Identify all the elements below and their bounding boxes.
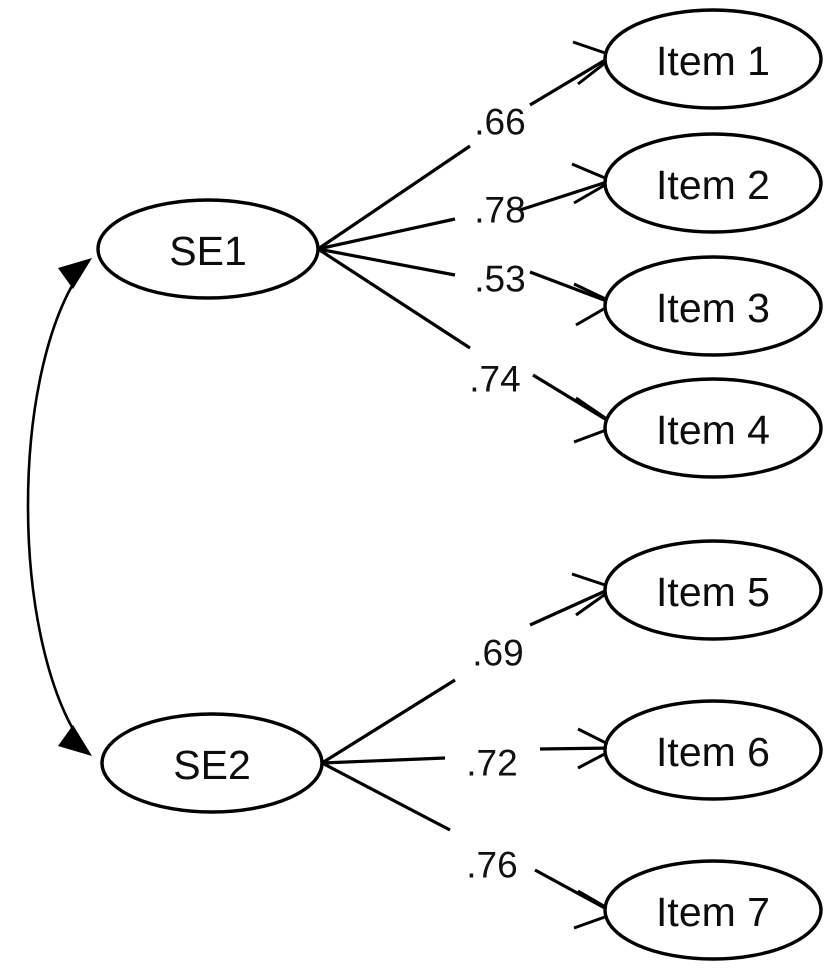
loading-path-se2-item5[interactable] bbox=[321, 572, 618, 765]
arrow-shaft bbox=[539, 746, 615, 751]
indicator-label-item1: Item 1 bbox=[656, 38, 770, 84]
indicator-node-item1[interactable]: Item 1 bbox=[603, 8, 823, 110]
loading-paths-group bbox=[317, 40, 621, 930]
indicator-label-item2: Item 2 bbox=[656, 162, 770, 208]
indicator-label-item6: Item 6 bbox=[656, 729, 770, 775]
indicator-ellipse-item4 bbox=[603, 377, 823, 479]
coefficient-label-se1-item2: .78 bbox=[474, 190, 525, 231]
fan-segment bbox=[317, 247, 456, 277]
arrow-shaft bbox=[529, 270, 613, 305]
coefficient-label-se1-item1: .66 bbox=[474, 102, 525, 143]
coefficient-label-se2-item5: .69 bbox=[472, 633, 523, 674]
coefficient-label-se1-item3: .53 bbox=[474, 259, 525, 300]
indicator-ellipse-item3 bbox=[603, 255, 823, 357]
factor-ellipse-se1 bbox=[96, 198, 320, 300]
fan-segment bbox=[317, 217, 456, 251]
indicator-ellipse-item5 bbox=[603, 539, 823, 641]
coefficient-label-se2-item7: .76 bbox=[466, 845, 517, 886]
loading-path-se1-item4[interactable] bbox=[317, 247, 621, 444]
loading-path-se1-item2[interactable] bbox=[317, 162, 616, 251]
coefficient-label-se2-item6: .72 bbox=[466, 743, 517, 784]
arrow-shaft bbox=[519, 179, 611, 212]
fan-segment bbox=[321, 678, 456, 765]
indicator-node-item2[interactable]: Item 2 bbox=[603, 132, 823, 234]
covariance-arrow-se1-se2[interactable] bbox=[26, 258, 92, 756]
coefficient-labels-group: .66 .78 .53 .74 .69 .72 .76 bbox=[466, 102, 525, 886]
fan-segment bbox=[321, 756, 446, 765]
factor-node-se1[interactable]: SE1 bbox=[96, 198, 320, 300]
indicator-ellipse-item6 bbox=[603, 699, 823, 801]
latent-factors-group: SE1 SE2 bbox=[96, 198, 324, 814]
factor-label-se2: SE2 bbox=[173, 742, 251, 788]
factor-label-se1: SE1 bbox=[169, 228, 247, 274]
covariance-arrowhead-bottom bbox=[58, 725, 92, 756]
factor-node-se2[interactable]: SE2 bbox=[100, 712, 324, 814]
fan-segment bbox=[317, 247, 471, 350]
indicators-group: Item 1 Item 2 Item 3 Item 4 Item 5 Item … bbox=[603, 8, 823, 961]
indicator-node-item7[interactable]: Item 7 bbox=[603, 859, 823, 961]
covariance-curve bbox=[26, 261, 90, 753]
indicator-label-item4: Item 4 bbox=[656, 407, 770, 453]
loading-path-se1-item3[interactable] bbox=[317, 247, 618, 327]
indicator-ellipse-item7 bbox=[603, 859, 823, 961]
indicator-ellipse-item2 bbox=[603, 132, 823, 234]
indicator-label-item3: Item 3 bbox=[656, 285, 770, 331]
covariance-arrowhead-top bbox=[58, 258, 92, 289]
indicator-node-item3[interactable]: Item 3 bbox=[603, 255, 823, 357]
indicator-node-item4[interactable]: Item 4 bbox=[603, 377, 823, 479]
indicator-label-item7: Item 7 bbox=[656, 889, 770, 935]
indicator-node-item5[interactable]: Item 5 bbox=[603, 539, 823, 641]
arrow-shaft bbox=[529, 586, 613, 627]
indicator-label-item5: Item 5 bbox=[656, 569, 770, 615]
indicator-ellipse-item1 bbox=[603, 8, 823, 110]
arrow-shaft bbox=[529, 54, 613, 107]
fan-segment bbox=[317, 144, 471, 251]
factor-ellipse-se2 bbox=[100, 712, 324, 814]
coefficient-label-se1-item4: .74 bbox=[469, 359, 520, 400]
loading-path-se1-item1[interactable] bbox=[317, 40, 618, 251]
indicator-node-item6[interactable]: Item 6 bbox=[603, 699, 823, 801]
fan-segment bbox=[321, 761, 451, 832]
